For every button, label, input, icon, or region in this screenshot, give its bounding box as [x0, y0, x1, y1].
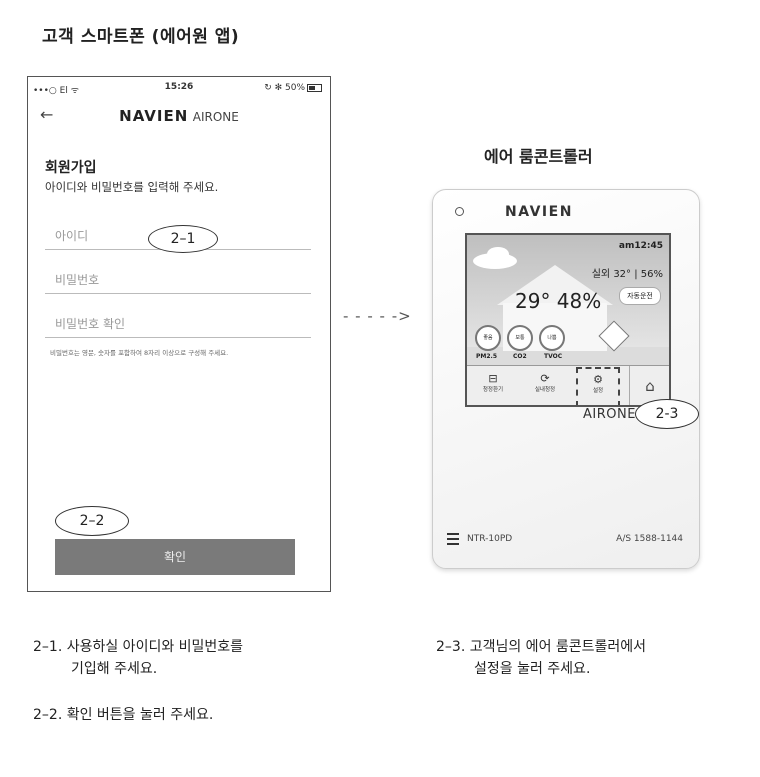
- indicator-led: [455, 207, 464, 216]
- menu-ventilation[interactable]: ⊟ 청정환기: [473, 366, 513, 406]
- step-2-3-line1: 2–3. 고객님의 에어 룸콘트롤러에서: [436, 637, 646, 657]
- indoor-temp-humidity: 29° 48%: [515, 289, 601, 313]
- model-number: NTR-10PD: [467, 534, 512, 544]
- outdoor-reading: 실외 32° | 56%: [592, 265, 663, 280]
- flow-arrow: - - - - ->: [343, 307, 412, 325]
- sensor-pm25: 좋음: [475, 325, 501, 351]
- sensor-label-pm25: PM2.5: [476, 353, 497, 360]
- confirm-button[interactable]: 확인: [55, 539, 295, 575]
- ventilation-icon: ⊟: [473, 372, 513, 385]
- device-brand: NAVIEN: [505, 204, 573, 220]
- sensor-tvoc: 나쁨: [539, 325, 565, 351]
- password-field[interactable]: 비밀번호: [45, 259, 311, 294]
- controller-screen: am12:45 실외 32° | 56% 29° 48% 자동운전 좋음 보통 …: [465, 233, 671, 407]
- cloud-icon: [487, 247, 509, 261]
- device-model-name: AIRONE: [583, 407, 636, 422]
- sensor-label-co2: CO2: [513, 353, 527, 360]
- sensor-co2: 보통: [507, 325, 533, 351]
- sensor-label-tvoc: TVOC: [544, 353, 562, 360]
- screen-menu-bar: ⊟ 청정환기 ⟳ 실내청정 ⚙ 설정 ⌂: [467, 365, 669, 406]
- as-phone-number: A/S 1588-1144: [616, 534, 683, 544]
- brand-logo: NAVIEN: [119, 107, 188, 125]
- menu-indoor-purify[interactable]: ⟳ 실내청정: [525, 366, 565, 406]
- purify-icon: ⟳: [525, 372, 565, 385]
- password-hint: 비밀번호는 영문, 숫자를 포함하여 8자리 이상으로 구성해 주세요.: [50, 347, 228, 357]
- callout-2-3: 2-3: [635, 399, 699, 429]
- id-placeholder: 아이디: [55, 227, 88, 244]
- menu-settings-inner: ⚙ 설정: [578, 367, 618, 407]
- step-2-3-line2: 설정을 눌러 주세요.: [474, 659, 590, 679]
- password-placeholder: 비밀번호: [55, 271, 99, 288]
- screen-time: am12:45: [619, 241, 663, 251]
- menu-settings[interactable]: ⚙ 설정: [576, 367, 620, 407]
- menu-indoor-purify-label: 실내청정: [535, 387, 555, 393]
- settings-gear-icon: ⚙: [578, 373, 618, 386]
- signup-description: 아이디와 비밀번호를 입력해 주세요.: [45, 179, 218, 195]
- section-title-smartphone: 고객 스마트폰 (에어원 앱): [42, 22, 239, 47]
- battery-status: ↻ ✻ 50%: [264, 83, 322, 93]
- auto-mode-badge[interactable]: 자동운전: [619, 287, 661, 305]
- room-controller-device: NAVIEN am12:45 실외 32° | 56% 29° 48% 자동운전…: [432, 189, 700, 569]
- password-confirm-field[interactable]: 비밀번호 확인: [45, 303, 311, 338]
- app-brand: NAVIEN AIRONE: [28, 107, 330, 125]
- step-2-1-line2: 기입해 주세요.: [71, 659, 157, 679]
- phone-screen: •••○ El ᯤ 15:26 ↻ ✻ 50% ← NAVIEN AIRONE …: [27, 76, 331, 592]
- signup-title: 회원가입: [45, 157, 97, 177]
- step-2-2: 2–2. 확인 버튼을 눌러 주세요.: [33, 705, 213, 725]
- step-2-1-line1: 2–1. 사용하실 아이디와 비밀번호를: [33, 637, 243, 657]
- status-bar: •••○ El ᯤ 15:26 ↻ ✻ 50%: [28, 80, 330, 96]
- menu-ventilation-label: 청정환기: [483, 387, 503, 393]
- battery-icon: [307, 84, 322, 92]
- callout-2-2: 2–2: [55, 506, 129, 536]
- password-confirm-placeholder: 비밀번호 확인: [55, 315, 125, 332]
- section-title-controller: 에어 룸콘트롤러: [484, 143, 593, 167]
- brand-sub: AIRONE: [193, 110, 239, 124]
- menu-settings-label: 설정: [593, 388, 603, 394]
- menu-bars-icon: [447, 533, 459, 548]
- callout-2-1: 2–1: [148, 225, 218, 253]
